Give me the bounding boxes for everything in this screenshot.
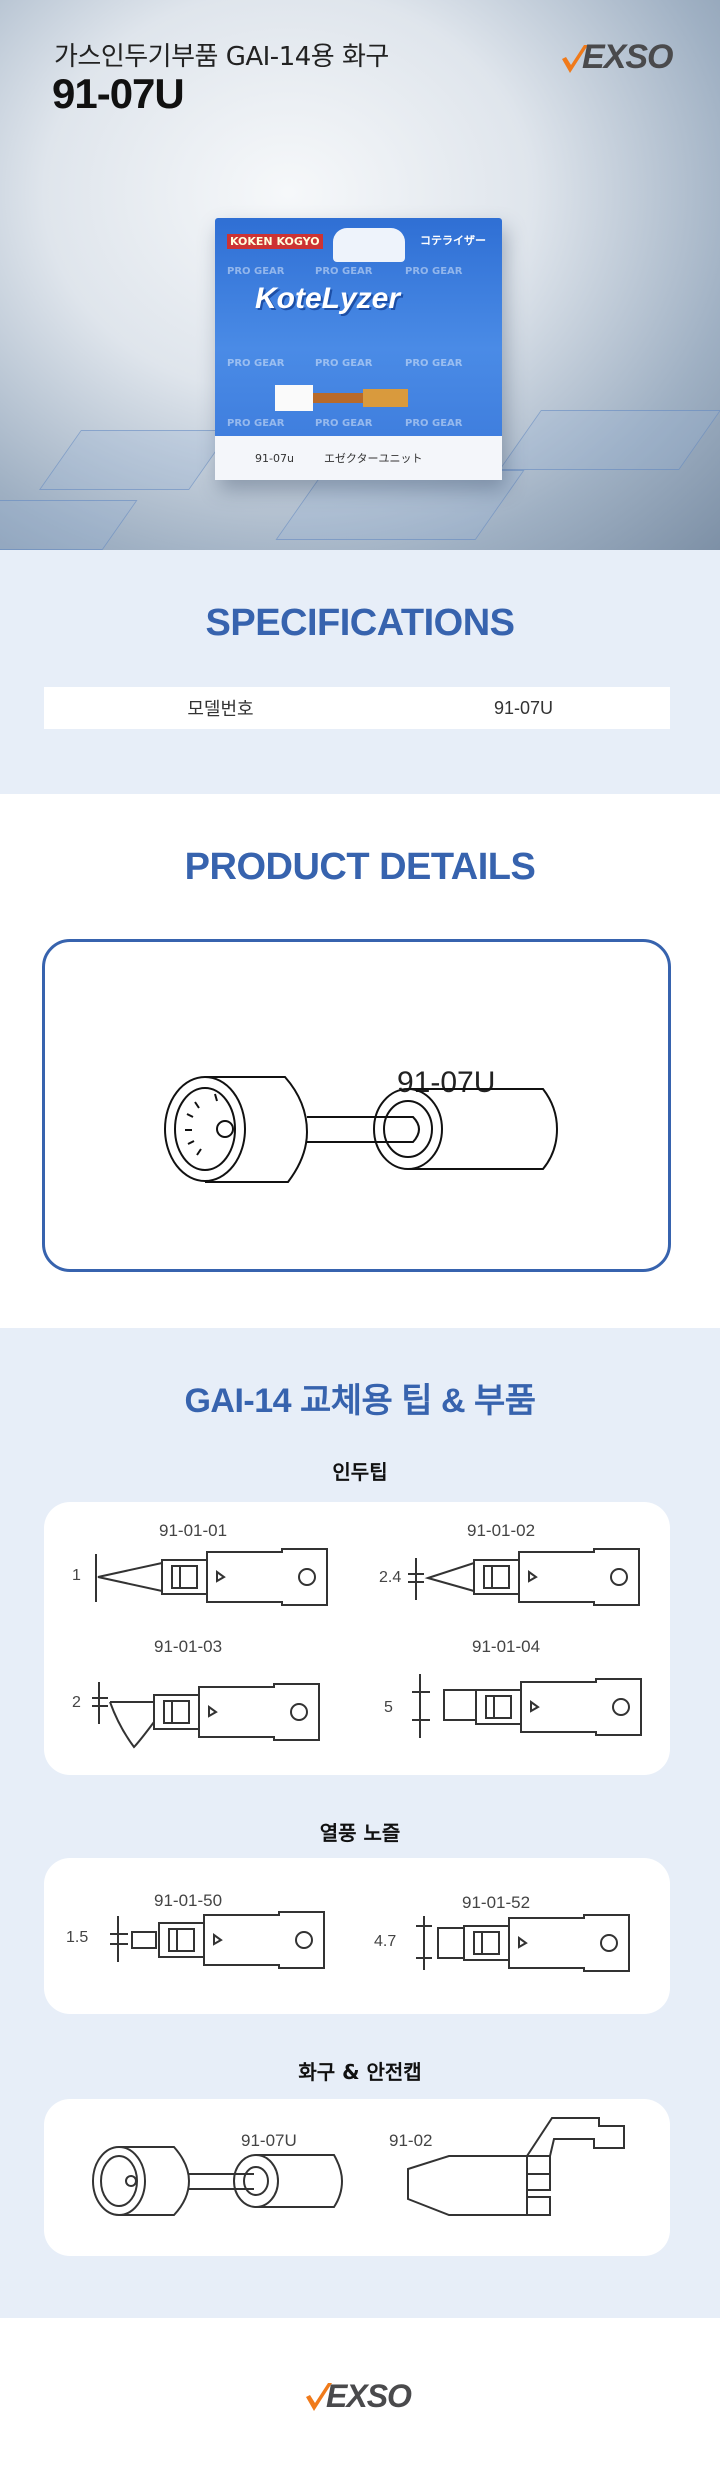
footer-exso-logo: EXSO xyxy=(304,2378,412,2415)
spec-row: 모델번호 91-07U xyxy=(44,687,670,729)
nozzle-91-01-50: 91-01-50 1.5 xyxy=(66,1891,325,1969)
part-code: 91-02 xyxy=(389,2131,432,2150)
packaged-burner-part xyxy=(275,385,408,411)
soldering-tips-card: 91-01-01 1 91-01-02 2.4 91-01-03 2 91-01… xyxy=(44,1502,670,1775)
nozzle-code: 91-01-50 xyxy=(154,1891,222,1910)
nozzle-code: 91-01-52 xyxy=(462,1893,530,1912)
logo-text: EXSO xyxy=(582,38,673,76)
package-hang-hole xyxy=(333,228,405,262)
spec-value: 91-07U xyxy=(493,697,554,718)
tip-91-01-03: 91-01-03 2 xyxy=(72,1637,320,1749)
drawing-label: 91-07U xyxy=(397,1066,495,1099)
burner-91-07U: 91-07U xyxy=(92,2131,344,2216)
burner-and-cap-drawing: 91-07U 91-02 xyxy=(92,2117,625,2216)
group-title-hot-air-nozzles: 열풍 노즐 xyxy=(319,1821,401,1845)
group-title-burner-and-cap: 화구 & 안전캡 xyxy=(298,2060,422,2084)
package-pattern: PRO GEAR xyxy=(315,418,373,429)
nozzle-91-01-52: 91-01-52 4.7 xyxy=(374,1893,630,1972)
soldering-tips-drawing: 91-01-01 1 91-01-02 2.4 91-01-03 2 91-01… xyxy=(72,1521,642,1749)
tip-size: 5 xyxy=(384,1699,393,1716)
product-details-title: PRODUCT DETAILS xyxy=(184,846,536,888)
tip-code: 91-01-04 xyxy=(472,1637,540,1656)
package-product-name: KoteLyzer xyxy=(255,282,401,315)
hot-air-nozzles-card: 91-01-50 1.5 91-01-52 4.7 xyxy=(44,1858,670,2014)
tip-91-01-02: 91-01-02 2.4 xyxy=(379,1521,640,1606)
tip-91-01-04: 91-01-04 5 xyxy=(384,1637,642,1738)
spec-label: 모델번호 xyxy=(187,699,254,720)
package-brand: KOKEN KOGYO xyxy=(227,234,323,249)
specifications-title: SPECIFICATIONS xyxy=(205,602,516,644)
package-label: 91-07u エゼクターユニット xyxy=(215,436,502,480)
logo-check-icon xyxy=(306,2383,332,2411)
specifications-section xyxy=(0,550,720,794)
part-code: 91-07U xyxy=(241,2131,297,2150)
tip-code: 91-01-03 xyxy=(154,1637,222,1656)
hero-banner: 가스인두기부품 GAI-14용 화구 91-07U EXSO KOKEN KOG… xyxy=(0,0,720,550)
tip-code: 91-01-02 xyxy=(467,1521,535,1540)
exso-logo: EXSO xyxy=(560,38,673,77)
burner-drawing: 91-07U xyxy=(164,1066,559,1183)
package-jp-title: コテライザー xyxy=(420,234,486,247)
product-package-image: KOKEN KOGYO コテライザー PRO GEAR PRO GEAR PRO… xyxy=(215,218,502,480)
tip-code: 91-01-01 xyxy=(159,1521,227,1540)
tip-size: 2.4 xyxy=(379,1569,401,1586)
burner-and-cap-card: 91-07U 91-02 xyxy=(44,2099,670,2256)
package-pattern: PRO GEAR xyxy=(227,266,285,277)
decor-plate xyxy=(38,430,232,490)
logo-check-icon xyxy=(562,45,588,73)
decor-plate xyxy=(275,470,525,540)
package-pattern: PRO GEAR xyxy=(405,358,463,369)
decor-plate xyxy=(498,410,720,470)
product-category: 가스인두기부품 GAI-14용 화구 xyxy=(54,42,389,72)
hot-air-nozzles-drawing: 91-01-50 1.5 91-01-52 4.7 xyxy=(66,1891,630,1972)
package-pattern: PRO GEAR xyxy=(405,266,463,277)
package-pattern: PRO GEAR xyxy=(227,418,285,429)
nozzle-size: 4.7 xyxy=(374,1933,396,1950)
nozzle-size: 1.5 xyxy=(66,1929,88,1946)
safety-cap-91-02: 91-02 xyxy=(389,2117,625,2216)
package-pattern: PRO GEAR xyxy=(405,418,463,429)
tip-size: 1 xyxy=(72,1567,81,1584)
product-drawing-card: 91-07U xyxy=(42,939,671,1272)
group-title-soldering-tips: 인두팁 xyxy=(332,1460,388,1484)
parts-title: GAI-14 교체용 팁 & 부품 xyxy=(184,1382,536,1420)
tip-91-01-01: 91-01-01 1 xyxy=(72,1521,328,1606)
tip-size: 2 xyxy=(72,1694,81,1711)
package-label-name: エゼクターユニット xyxy=(323,452,423,465)
package-pattern: PRO GEAR xyxy=(315,266,373,277)
decor-plate xyxy=(0,500,138,550)
package-pattern: PRO GEAR xyxy=(227,358,285,369)
package-label-code: 91-07u xyxy=(255,451,294,465)
logo-text: EXSO xyxy=(326,2378,412,2414)
package-pattern: PRO GEAR xyxy=(315,358,373,369)
product-model-title: 91-07U xyxy=(52,70,185,117)
